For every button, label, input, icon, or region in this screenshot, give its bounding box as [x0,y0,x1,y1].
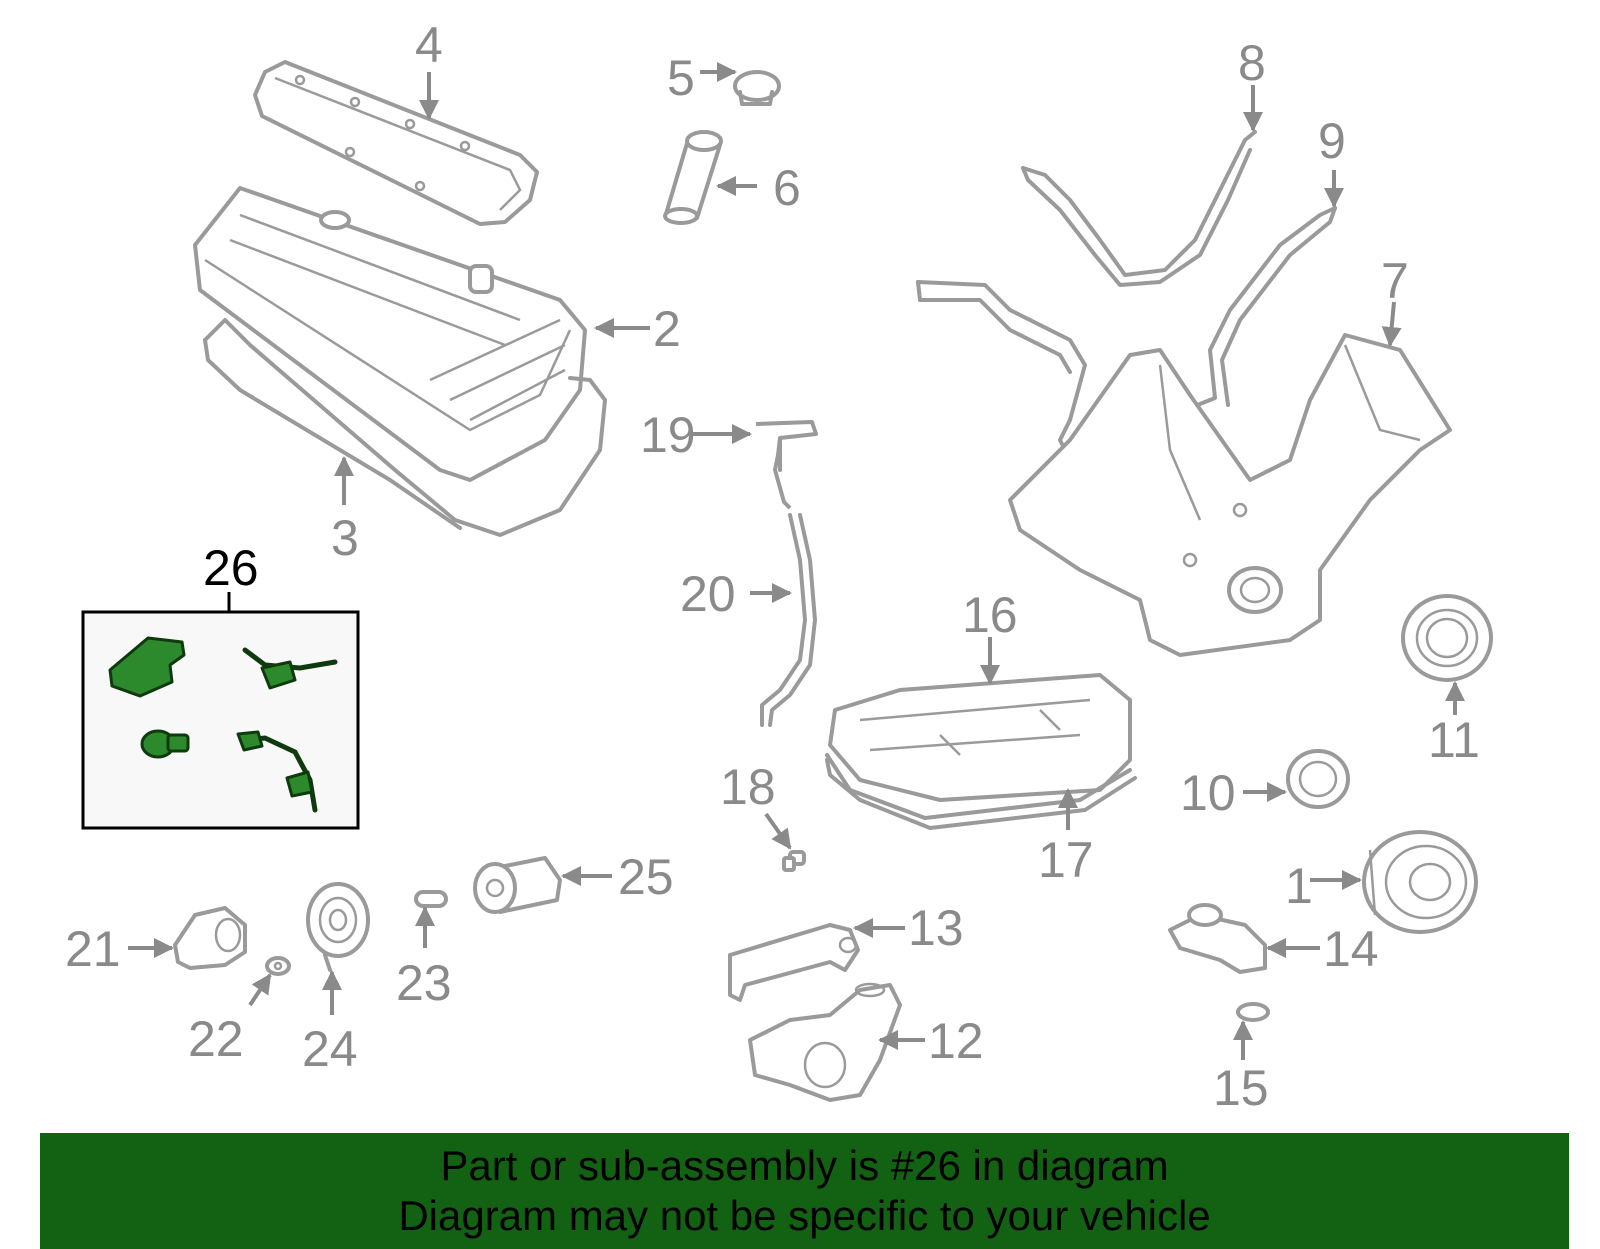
part-7-timing-cover[interactable] [1008,333,1452,657]
callout-1: 1 [1285,858,1313,914]
callout-labels: 1 2 3 4 5 6 7 8 9 10 11 12 13 14 15 16 1… [65,17,1480,1116]
callout-14: 14 [1323,921,1379,977]
notice-line-2: Diagram may not be specific to your vehi… [398,1192,1211,1239]
callout-20: 20 [680,566,736,622]
callout-13: 13 [908,900,964,956]
part-1-crankshaft-pulley[interactable] [1362,830,1478,934]
callout-6: 6 [773,160,801,216]
callout-18: 18 [720,759,776,815]
callout-12: 12 [928,1013,984,1069]
part-26-harness-sensor [242,647,338,690]
part-18-bolt[interactable] [782,850,806,872]
part-12-housing[interactable] [748,982,902,1102]
part-26-cable-sensor [236,730,318,813]
part-4-valve-cover-gasket[interactable] [253,60,539,226]
callout-2: 2 [653,301,681,357]
part-16-oil-pan[interactable] [828,673,1132,802]
part-8-timing-cover-gasket[interactable] [1021,130,1257,287]
callout-8: 8 [1238,35,1266,91]
notice-line-1: Part or sub-assembly is #26 in diagram [440,1142,1169,1189]
part-26-cylindrical-sensor [140,729,190,759]
callout-21: 21 [65,921,121,977]
part-3-valve-cover-gasket[interactable] [203,318,607,537]
part-17-oil-pan-gasket[interactable] [825,753,1137,830]
callout-5: 5 [667,50,695,106]
part-20-dipstick-tube[interactable] [760,513,817,727]
timing-cover-gasket-left[interactable] [916,280,1087,462]
part-15-washer[interactable] [1236,1002,1270,1022]
part-26-sensor-box[interactable] [81,610,360,830]
part-25-oil-filter[interactable] [473,856,562,914]
callout-19: 19 [640,407,696,463]
callout-25: 25 [618,849,674,905]
part-26-bracket-sensor [108,636,186,698]
callout-17: 17 [1038,832,1094,888]
callout-16: 16 [962,587,1018,643]
notice-banner: Part or sub-assembly is #26 in diagram D… [40,1133,1569,1249]
callout-26: 26 [203,540,259,596]
part-13-bracket[interactable] [728,923,860,1002]
callout-9: 9 [1318,113,1346,169]
callout-11: 11 [1428,712,1480,768]
part-11-front-seal[interactable] [1401,594,1493,682]
part-2-valve-cover[interactable] [193,186,587,482]
part-21-thermostat-housing[interactable] [173,906,247,970]
part-5-oil-filler-cap[interactable] [733,70,781,106]
callout-7: 7 [1381,253,1409,309]
part-23-fitting[interactable] [414,890,448,908]
callout-24: 24 [302,1021,358,1077]
callout-23: 23 [396,955,452,1011]
callout-10: 10 [1180,765,1236,821]
part-19-dipstick[interactable] [755,420,818,510]
callout-arrows [128,62,1465,1060]
callout-4: 4 [415,17,443,73]
part-24-oil-cooler[interactable] [306,882,370,972]
callout-15: 15 [1213,1060,1269,1116]
part-9-timing-cover-gasket[interactable] [1183,206,1337,412]
part-14-engine-mount[interactable] [1168,903,1267,974]
callout-22: 22 [188,1011,244,1067]
part-22-plug[interactable] [265,956,291,976]
callout-3: 3 [331,510,359,566]
part-6-oil-filler-tube[interactable] [663,130,723,225]
part-10-seal[interactable] [1286,749,1350,809]
